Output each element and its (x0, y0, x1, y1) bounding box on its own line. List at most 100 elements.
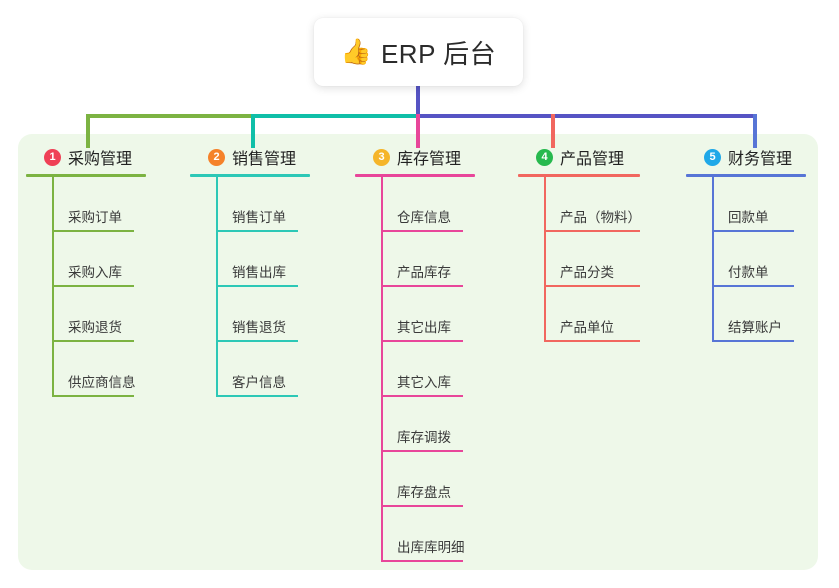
list-item-underline (712, 340, 794, 342)
branch-item-list: 仓库信息产品库存其它出库其它入库库存调拨库存盘点出库库明细 (381, 177, 475, 562)
list-item-underline (216, 340, 298, 342)
branch-product-management: 4 产品管理产品（物料） 产品分类产品单位 (518, 146, 641, 342)
list-item-label: 销售订单 (232, 210, 286, 225)
branch-header-inventory-management[interactable]: 3 库存管理 (355, 146, 475, 168)
list-item[interactable]: 产品（物料） (544, 177, 641, 232)
list-item[interactable]: 采购退货 (52, 287, 146, 342)
list-item-underline (381, 395, 463, 397)
list-item-label: 产品（物料） (560, 210, 641, 225)
branch-sales-management: 2 销售管理销售订单销售出库销售退货客户信息 (190, 146, 310, 397)
branch-underline (518, 174, 640, 177)
branch-underline (686, 174, 806, 177)
branch-header-purchase-management[interactable]: 1 采购管理 (26, 146, 146, 168)
list-item[interactable]: 仓库信息 (381, 177, 475, 232)
stem-sales (251, 114, 255, 148)
branch-number-badge: 2 (208, 148, 225, 166)
branch-purchase-management: 1 采购管理采购订单采购入库采购退货供应商信息 (26, 146, 146, 397)
branch-item-list: 采购订单采购入库采购退货供应商信息 (52, 177, 146, 397)
list-item-label: 结算账户 (728, 320, 782, 335)
list-item[interactable]: 付款单 (712, 232, 806, 287)
list-item[interactable]: 其它出库 (381, 287, 475, 342)
list-item-underline (52, 285, 134, 287)
branch-number-badge: 5 (704, 148, 721, 166)
list-item-label: 产品分类 (560, 265, 614, 280)
list-item[interactable]: 其它入库 (381, 342, 475, 397)
list-item-label: 付款单 (728, 265, 769, 280)
branch-item-list: 产品（物料） 产品分类产品单位 (544, 177, 641, 342)
list-item-label: 其它出库 (397, 320, 451, 335)
branch-item-list: 销售订单销售出库销售退货客户信息 (216, 177, 310, 397)
list-item[interactable]: 库存盘点 (381, 452, 475, 507)
branch-spine-line (544, 177, 546, 342)
list-item-label: 产品单位 (560, 320, 614, 335)
root-node-title: ERP 后台 (380, 38, 497, 69)
list-item[interactable]: 销售出库 (216, 232, 310, 287)
list-item-label: 产品库存 (397, 265, 451, 280)
stem-purchase (86, 114, 90, 148)
branch-spine-line (712, 177, 714, 342)
branch-header-product-management[interactable]: 4 产品管理 (518, 146, 641, 168)
branch-finance-management: 5 财务管理回款单付款单结算账户 (686, 146, 806, 342)
list-item-underline (381, 285, 463, 287)
list-item-underline (544, 230, 640, 232)
branch-underline (26, 174, 146, 177)
list-item[interactable]: 出库库明细 (381, 507, 475, 562)
list-item-underline (52, 340, 134, 342)
list-item-underline (381, 450, 463, 452)
list-item-underline (52, 230, 134, 232)
stem-finance (753, 114, 757, 148)
list-item[interactable]: 产品库存 (381, 232, 475, 287)
branch-title: 库存管理 (397, 151, 462, 168)
list-item[interactable]: 回款单 (712, 177, 806, 232)
list-item[interactable]: 采购订单 (52, 177, 146, 232)
segment-purple (418, 114, 757, 118)
branch-number-badge: 1 (44, 148, 61, 166)
list-item[interactable]: 销售退货 (216, 287, 310, 342)
list-item[interactable]: 库存调拨 (381, 397, 475, 452)
branch-number-badge: 4 (536, 148, 553, 166)
list-item-underline (712, 285, 794, 287)
segment-green (88, 114, 255, 118)
list-item-underline (216, 395, 298, 397)
branch-header-sales-management[interactable]: 2 销售管理 (190, 146, 310, 168)
root-stem-line (416, 86, 420, 118)
list-item-label: 出库库明细 (397, 540, 465, 555)
branch-number-badge: 3 (373, 148, 390, 166)
list-item-underline (381, 505, 463, 507)
list-item-label: 采购入库 (68, 265, 122, 280)
list-item-underline (712, 230, 794, 232)
branch-header-finance-management[interactable]: 5 财务管理 (686, 146, 806, 168)
list-item-underline (381, 560, 463, 562)
branch-item-list: 回款单付款单结算账户 (712, 177, 806, 342)
list-item[interactable]: 产品单位 (544, 287, 641, 342)
branch-title: 采购管理 (68, 151, 133, 168)
list-item[interactable]: 供应商信息 (52, 342, 146, 397)
branch-title: 销售管理 (232, 151, 297, 168)
list-item-underline (216, 285, 298, 287)
list-item[interactable]: 采购入库 (52, 232, 146, 287)
branch-underline (355, 174, 475, 177)
list-item[interactable]: 产品分类 (544, 232, 641, 287)
list-item[interactable]: 销售订单 (216, 177, 310, 232)
branch-underline (190, 174, 310, 177)
list-item-label: 库存调拨 (397, 430, 451, 445)
segment-teal (253, 114, 420, 118)
branch-title: 产品管理 (560, 151, 625, 168)
list-item-label: 采购退货 (68, 320, 122, 335)
list-item-underline (216, 230, 298, 232)
list-item-underline (544, 285, 640, 287)
list-item-underline (52, 395, 134, 397)
list-item[interactable]: 结算账户 (712, 287, 806, 342)
list-item-label: 销售出库 (232, 265, 286, 280)
list-item-underline (381, 230, 463, 232)
list-item[interactable]: 客户信息 (216, 342, 310, 397)
branch-spine-line (216, 177, 218, 397)
branch-spine-line (52, 177, 54, 397)
stem-inventory (416, 114, 420, 148)
thumbs-up-icon: 👍 (340, 37, 372, 66)
branch-title: 财务管理 (728, 151, 793, 168)
list-item-label: 仓库信息 (397, 210, 451, 225)
branch-spine-line (381, 177, 383, 562)
root-node-card[interactable]: 👍 ERP 后台 (314, 18, 523, 86)
list-item-label: 客户信息 (232, 375, 286, 390)
